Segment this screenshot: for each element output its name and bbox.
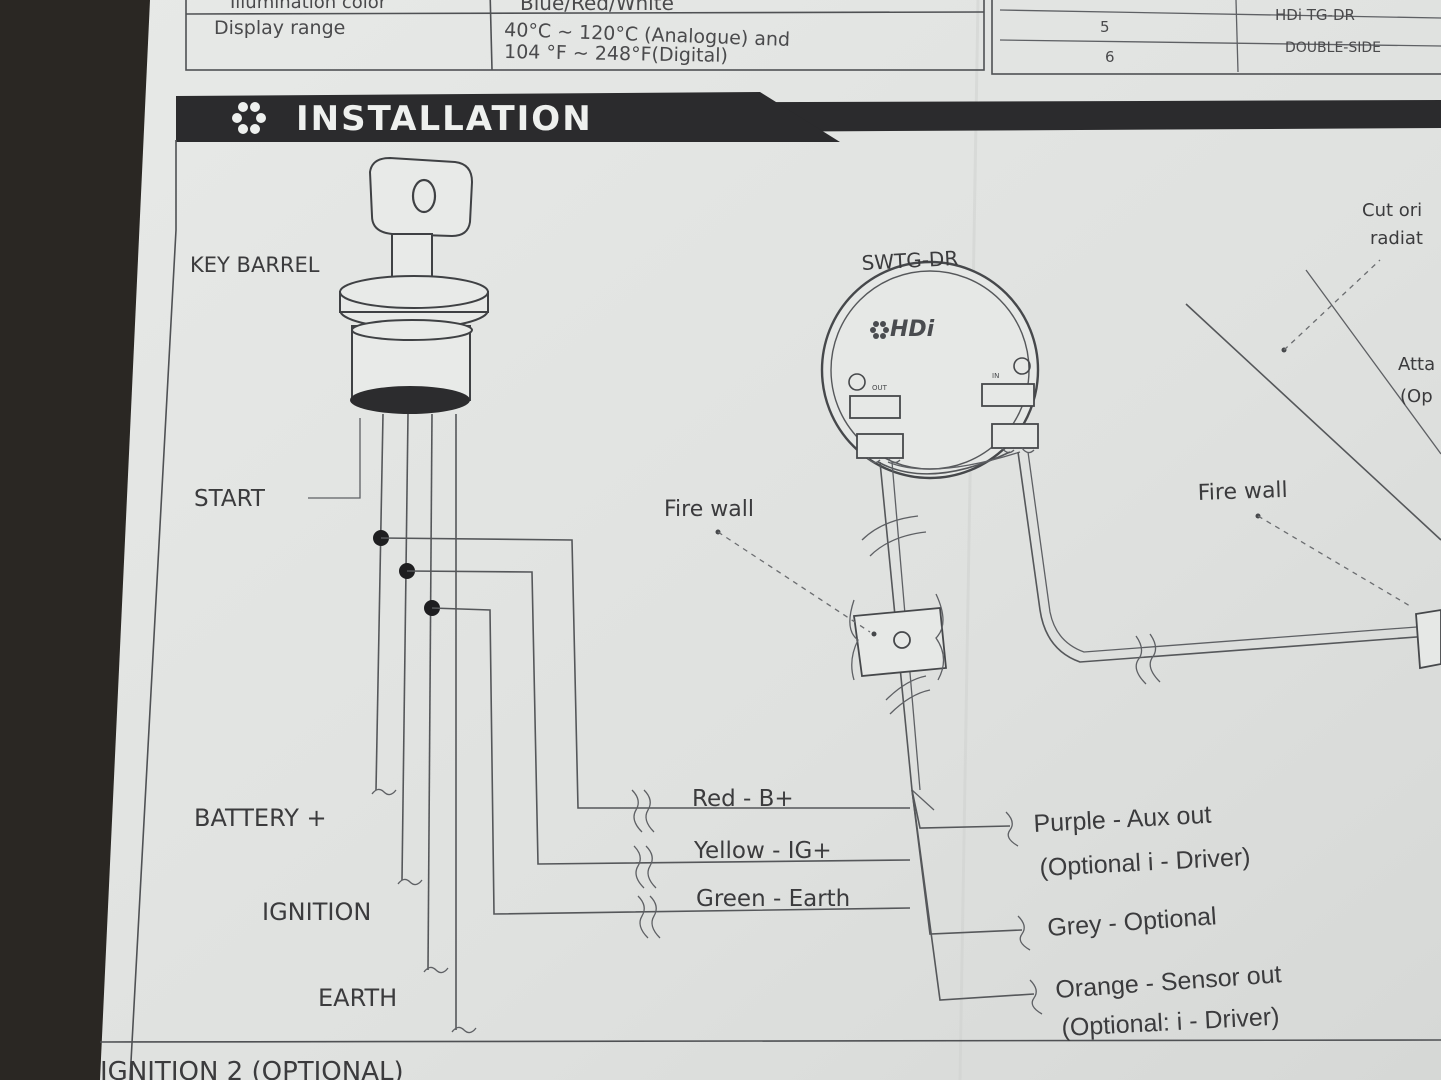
spec-top-row-value: Blue/Red/White — [520, 0, 674, 15]
hex-nut-out — [848, 373, 866, 391]
hex-nut-in — [1013, 357, 1031, 375]
model-row-6-code: DOUBLE-SIDE — [1285, 40, 1381, 56]
model-row-6-num: 6 — [1105, 48, 1115, 66]
wire-red-label: Red - B+ — [692, 786, 794, 812]
cut-note-line1: Cut ori — [1362, 200, 1422, 221]
model-row-5-code: HDi TG-DR — [1275, 6, 1355, 24]
spec-top-row-label: Illumination color — [230, 0, 387, 13]
signal-wires — [380, 537, 911, 939]
start-label: START — [194, 486, 266, 512]
cut-note-line2: radiat — [1370, 228, 1423, 249]
firewall-grommet-left — [852, 607, 947, 677]
in-socket — [981, 383, 1035, 407]
section-title: INSTALLATION — [296, 99, 593, 139]
section-header: INSTALLATION — [176, 92, 1441, 142]
paper-sheet — [100, 0, 1441, 1080]
battery-label: BATTERY + — [194, 804, 327, 832]
key-barrel — [339, 156, 489, 414]
wire-yellow-label: Yellow - IG+ — [693, 838, 832, 864]
flower-icon — [232, 102, 266, 134]
sensor-lead — [1017, 269, 1441, 685]
model-table: 5 HDi TG-DR 6 DOUBLE-SIDE — [991, 0, 1441, 75]
gauge-model-label: SWTG-DR — [861, 246, 959, 275]
attach-note-line1: Atta — [1398, 354, 1435, 375]
ignition2-label: IGNITION 2 (OPTIONAL) — [100, 1057, 404, 1080]
model-row-5-num: 5 — [1100, 18, 1110, 36]
ignition-label: IGNITION — [262, 898, 371, 926]
gauge-out-label: OUT — [872, 384, 888, 392]
display-range-label: Display range — [214, 17, 345, 39]
earth-label: EARTH — [318, 984, 397, 1012]
firewall-grommet-right — [1415, 609, 1441, 670]
out-socket — [849, 395, 901, 419]
fire-wall-left-label: Fire wall — [664, 497, 754, 522]
wire-green-label: Green - Earth — [696, 886, 850, 912]
attach-note-line2: (Op — [1400, 386, 1433, 407]
out-plug — [856, 433, 904, 459]
flower-icon — [870, 321, 889, 339]
key-barrel-label: KEY BARREL — [190, 253, 320, 277]
gauge-swtg-dr: HDi OUT IN — [820, 260, 1040, 480]
gauge-logo: HDi — [890, 317, 935, 342]
in-plug — [991, 423, 1039, 449]
gauge-harness — [849, 461, 1043, 1015]
key-wires — [308, 413, 477, 1034]
gauge-in-label: IN — [992, 372, 999, 380]
display-range-line2: 104 °F ~ 248°F(Digital) — [504, 41, 728, 67]
fire-wall-right-label: Fire wall — [1197, 478, 1288, 506]
